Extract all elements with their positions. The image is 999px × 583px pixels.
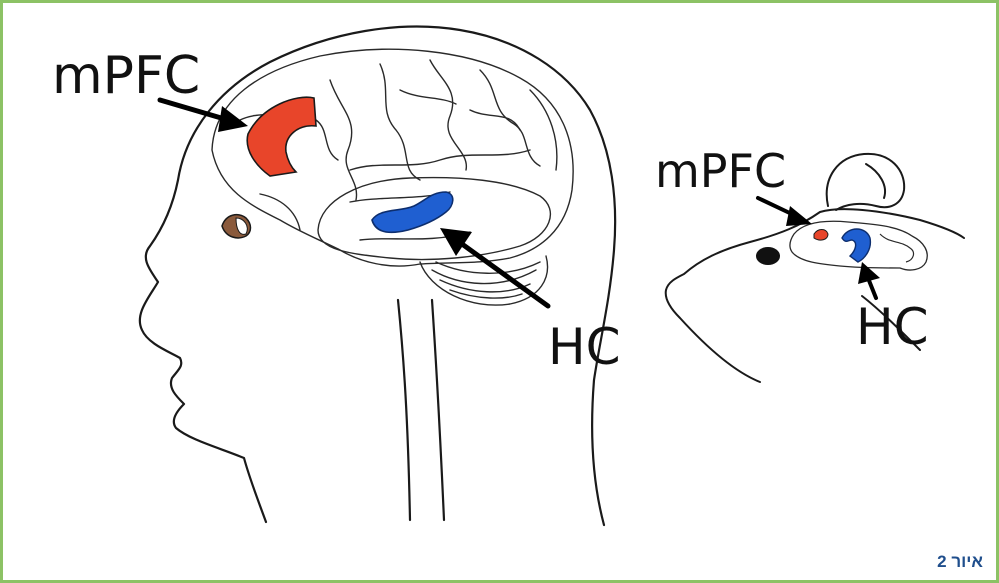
human-brain	[212, 49, 573, 305]
figure-caption: איור 2	[937, 552, 983, 572]
human-spine	[432, 300, 444, 520]
human-eye	[222, 215, 251, 238]
human-head	[140, 27, 615, 525]
mouse-mpfc-region	[814, 230, 828, 241]
human-mpfc-label: mPFC	[52, 50, 200, 102]
mouse-ear	[827, 154, 904, 210]
mouse-eye	[756, 247, 780, 265]
human-hc-label: HC	[548, 322, 621, 372]
mouse-hc-arrow	[868, 278, 876, 298]
mouse-mpfc-label: mPFC	[655, 148, 786, 194]
human-arrows	[160, 100, 548, 306]
human-head-outline	[140, 27, 615, 525]
mouse-hc-label: HC	[856, 302, 929, 352]
human-mpfc-region	[247, 97, 316, 176]
human-neck	[398, 300, 410, 520]
